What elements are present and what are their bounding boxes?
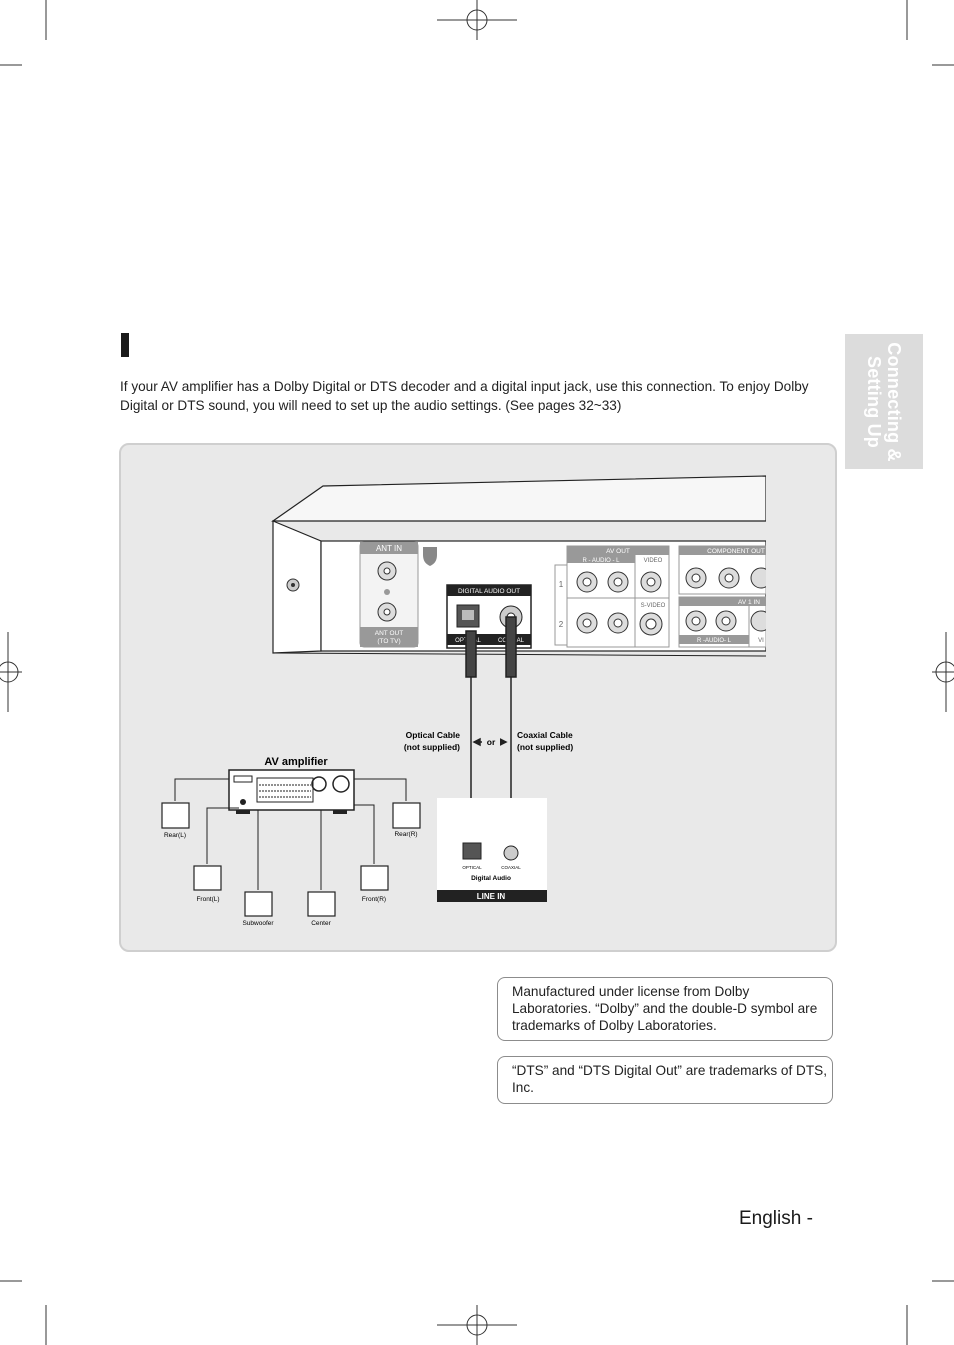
s-video-label: S-VIDEO (641, 603, 666, 609)
vi-label: VI (758, 638, 764, 644)
speakers (161, 802, 421, 917)
ant-out-label: ANT OUT (375, 630, 403, 637)
speaker-rear-left-label: Rear(L) (164, 832, 186, 839)
av-amplifier (228, 769, 355, 814)
side-tab-label: Connecting & Setting Up (864, 341, 904, 462)
dts-trademark-text: “DTS” and “DTS Digital Out” are trademar… (512, 1063, 827, 1095)
speaker-center-label: Center (311, 920, 331, 927)
coaxial-cable-label: Coaxial Cable (517, 730, 573, 740)
coaxial-in-label: COAXIAL (501, 865, 521, 870)
line-in-label: LINE IN (477, 892, 506, 901)
connection-diagram-svg: ANT IN ANT OUT (TO TV) DIGITAL AUDIO OUT… (161, 473, 835, 927)
row-2-label: 2 (559, 620, 564, 629)
speaker-front-left-label: Front(L) (196, 896, 219, 903)
page-footer-language: English - (739, 1208, 813, 1229)
digital-audio-out-label: DIGITAL AUDIO OUT (458, 588, 520, 595)
or-label: or (487, 737, 496, 747)
speaker-rear-right-label: Rear(R) (394, 831, 417, 838)
digital-audio-label: Digital Audio (471, 875, 511, 882)
coaxial-cable-not-supplied: (not supplied) (517, 742, 573, 752)
shield-icon (423, 547, 437, 566)
section-heading-bar (121, 333, 129, 357)
row-1-label: 1 (559, 580, 564, 589)
av1-in-label: AV 1 IN (738, 599, 760, 606)
optical-cable-label: Optical Cable (406, 730, 461, 740)
component-out-label: COMPONENT OUT (707, 548, 765, 555)
amplifier-input-panel: OPTICAL COAXIAL Digital Audio LINE IN (437, 798, 547, 902)
speaker-subwoofer-label: Subwoofer (242, 920, 274, 927)
ant-out-to-tv-label: (TO TV) (377, 638, 400, 645)
audio-rl-label: R - AUDIO - L (582, 558, 620, 564)
dvd-recorder-rear: ANT IN ANT OUT (TO TV) DIGITAL AUDIO OUT… (271, 473, 835, 659)
speaker-wiring (174, 778, 407, 890)
side-tab-connecting: Connecting & Setting Up (845, 334, 923, 469)
dts-trademark-note: “DTS” and “DTS Digital Out” are trademar… (497, 1056, 833, 1104)
av-amplifier-title: AV amplifier (264, 756, 328, 768)
connection-diagram: ANT IN ANT OUT (TO TV) DIGITAL AUDIO OUT… (119, 443, 837, 952)
ant-in-label: ANT IN (376, 544, 402, 553)
intro-paragraph: If your AV amplifier has a Dolby Digital… (120, 379, 809, 413)
optical-cable-not-supplied: (not supplied) (404, 742, 460, 752)
av-out-label: AV OUT (606, 548, 630, 555)
dolby-trademark-text: Manufactured under license from Dolby La… (512, 984, 818, 1033)
audio-rl-2-label: R -AUDIO- L (697, 638, 732, 644)
video-label: VIDEO (644, 558, 663, 564)
optical-in-label: OPTICAL (462, 865, 482, 870)
speaker-front-right-label: Front(R) (362, 896, 386, 903)
dolby-trademark-note: Manufactured under license from Dolby La… (497, 977, 833, 1041)
